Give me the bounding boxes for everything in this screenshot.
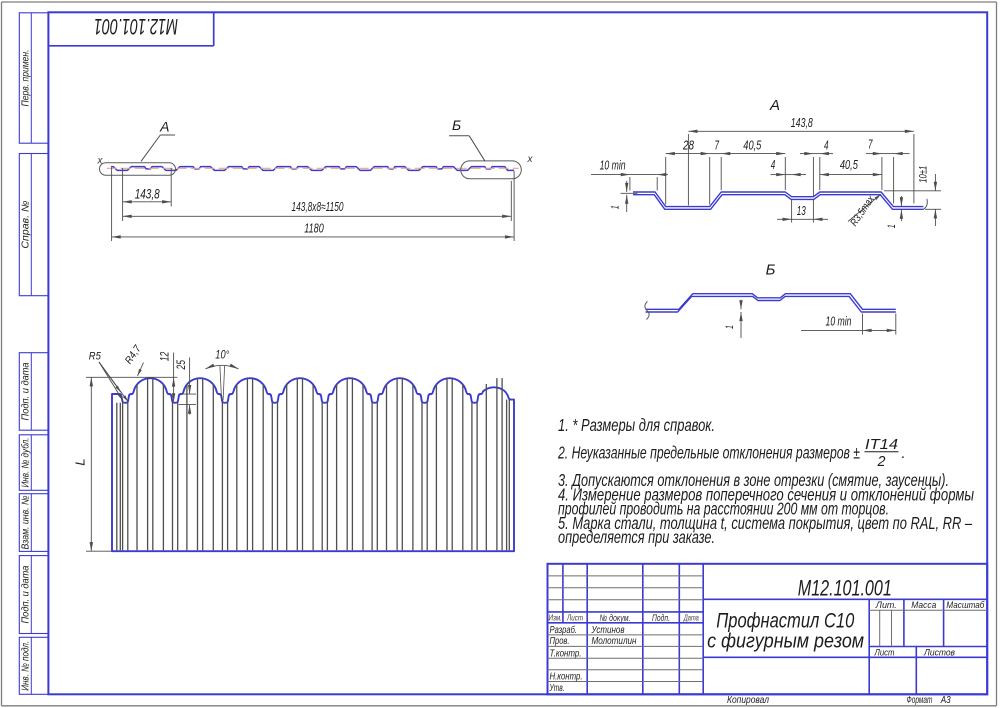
svg-text:Разраб.: Разраб. xyxy=(550,624,578,636)
svg-text:Подп. и дата: Подп. и дата xyxy=(21,565,32,623)
svg-text:5. Марка стали, толщина t, си: 5. Марка стали, толщина t, система покры… xyxy=(558,513,972,533)
svg-text:Подп.: Подп. xyxy=(652,613,670,624)
svg-text:Лит.: Лит. xyxy=(875,600,897,610)
svg-text:10±1: 10±1 xyxy=(917,166,929,183)
svg-text:Подп. и дата: Подп. и дата xyxy=(21,362,32,420)
svg-text:3. Допускаются отклонения в з: 3. Допускаются отклонения в зоне отрезки… xyxy=(558,470,949,490)
svg-text:Б: Б xyxy=(452,117,461,133)
svg-text:М12.101.001: М12.101.001 xyxy=(798,575,892,600)
svg-text:IT14: IT14 xyxy=(865,437,898,453)
svg-text:143,8х8≈1150: 143,8х8≈1150 xyxy=(292,199,344,214)
svg-text:10 min: 10 min xyxy=(600,158,626,172)
svg-text:x: x xyxy=(97,156,104,167)
svg-text:143,8: 143,8 xyxy=(791,116,813,130)
svg-text:А: А xyxy=(769,97,780,114)
svg-text:.: . xyxy=(902,446,906,462)
svg-text:10°: 10° xyxy=(215,347,229,361)
svg-text:Инв. № подл.: Инв. № подл. xyxy=(21,641,32,691)
svg-text:28: 28 xyxy=(682,139,694,153)
svg-text:Листов: Листов xyxy=(923,647,955,657)
svg-text:М12.101.001: М12.101.001 xyxy=(94,14,178,39)
svg-text:Дата: Дата xyxy=(683,613,699,623)
svg-text:2. Неуказанные предельные отк: 2. Неуказанные предельные отклонения раз… xyxy=(557,442,860,462)
svg-text:2: 2 xyxy=(877,454,886,470)
svg-text:определяется при заказе.: определяется при заказе. xyxy=(558,527,715,547)
svg-text:1: 1 xyxy=(886,224,898,228)
svg-text:Молотилин: Молотилин xyxy=(592,636,637,647)
svg-text:x: x xyxy=(527,154,534,165)
svg-text:Б: Б xyxy=(766,261,776,278)
svg-text:Копировал: Копировал xyxy=(727,695,769,706)
svg-text:Лист: Лист xyxy=(874,647,895,657)
svg-text:1: 1 xyxy=(724,325,736,329)
svg-text:Инв. № дубл.: Инв. № дубл. xyxy=(20,438,32,488)
svg-text:4: 4 xyxy=(771,158,776,172)
svg-text:Профнастил С10: Профнастил С10 xyxy=(716,609,854,633)
svg-text:Лист: Лист xyxy=(566,613,583,623)
svg-text:4: 4 xyxy=(824,139,829,153)
svg-text:А3: А3 xyxy=(940,695,951,706)
svg-text:1: 1 xyxy=(610,205,622,209)
svg-text:L: L xyxy=(73,458,88,465)
svg-text:1. * Размеры для справок.: 1. * Размеры для справок. xyxy=(558,415,715,435)
svg-text:Масштаб: Масштаб xyxy=(946,600,985,610)
svg-text:12: 12 xyxy=(157,352,171,362)
svg-text:Справ. №: Справ. № xyxy=(21,200,32,248)
svg-text:Взам. инв. №: Взам. инв. № xyxy=(21,495,32,549)
svg-text:Т.контр.: Т.контр. xyxy=(550,649,582,660)
svg-text:Пров.: Пров. xyxy=(550,636,570,647)
svg-text:10 min: 10 min xyxy=(826,314,852,328)
svg-text:143,8: 143,8 xyxy=(135,187,160,202)
svg-text:Масса: Масса xyxy=(911,600,936,610)
svg-text:4. Измерение размеров попереч: 4. Измерение размеров поперечного сечени… xyxy=(558,484,974,504)
svg-text:7: 7 xyxy=(868,138,873,152)
svg-text:13: 13 xyxy=(797,204,806,218)
svg-text:Утв.: Утв. xyxy=(549,683,565,694)
svg-text:А: А xyxy=(159,119,169,135)
svg-text:Перв. примен.: Перв. примен. xyxy=(21,49,32,106)
svg-text:№ докум.: № докум. xyxy=(600,613,631,624)
svg-text:R5: R5 xyxy=(89,351,102,363)
svg-text:25: 25 xyxy=(174,360,188,370)
svg-text:40,5: 40,5 xyxy=(743,139,761,153)
svg-text:Формат: Формат xyxy=(907,695,933,706)
svg-text:Н.контр.: Н.контр. xyxy=(550,672,583,683)
svg-text:с фигурным резом: с фигурным резом xyxy=(707,631,864,653)
svg-text:Устинов: Устинов xyxy=(591,625,625,636)
svg-text:Изм.: Изм. xyxy=(548,613,562,623)
svg-text:1180: 1180 xyxy=(304,221,324,236)
svg-text:профилей проводить на расстоян: профилей проводить на расстоянии 200 мм … xyxy=(558,499,889,519)
svg-text:7: 7 xyxy=(715,139,720,153)
svg-text:40,5: 40,5 xyxy=(840,158,858,172)
